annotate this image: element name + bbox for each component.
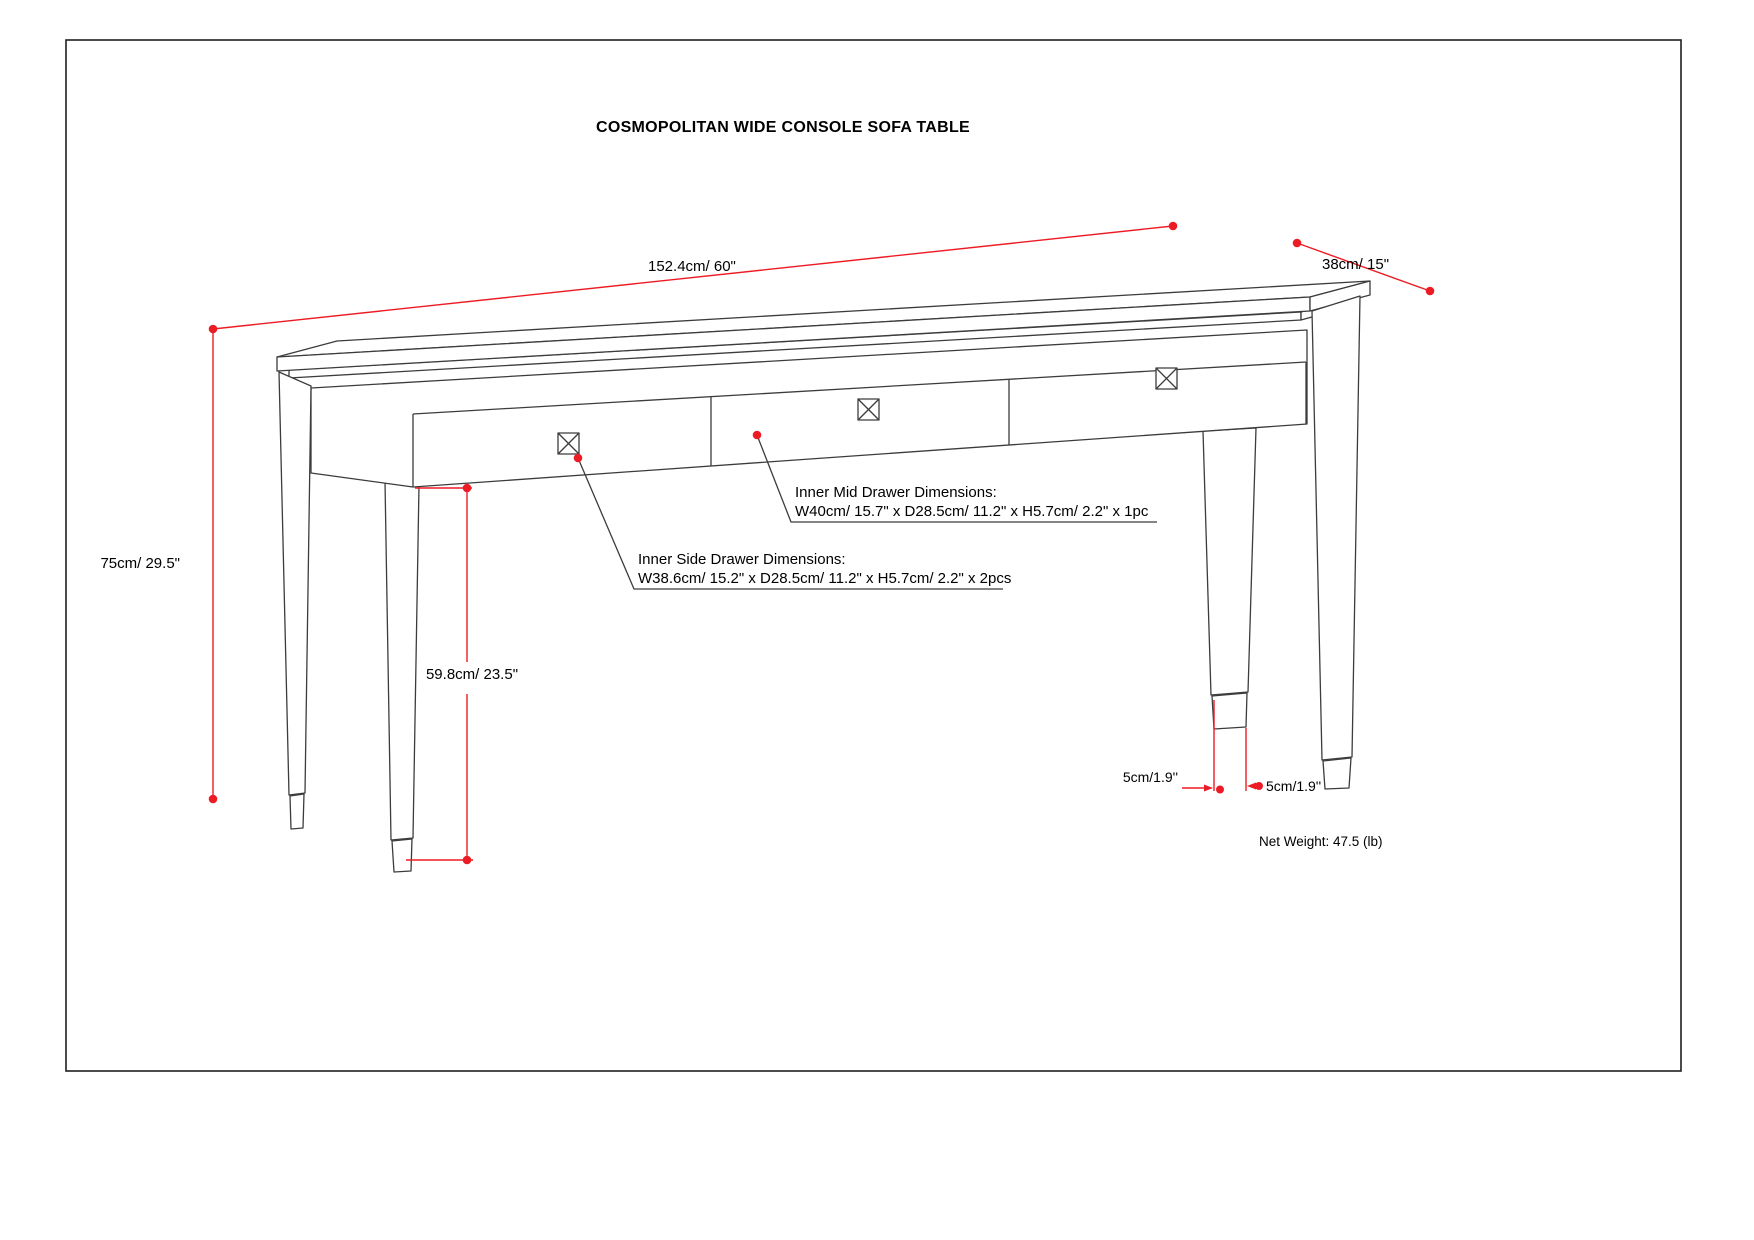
back-right-leg-shaft <box>1202 427 1257 696</box>
dimension-foot-back: 5cm/1.9'' <box>1123 700 1247 794</box>
depth-dimension-label: 38cm/ 15" <box>1322 256 1389 273</box>
leg-height-dimension-label: 59.8cm/ 23.5" <box>426 666 518 683</box>
length-dimension-line <box>212 225 1174 330</box>
dimension-endpoint-dot <box>208 794 218 804</box>
mid-drawer-knob <box>857 398 880 421</box>
foot-front-dimension-label: 5cm/1.9'' <box>1266 778 1321 794</box>
net-weight-label: Net Weight: 47.5 (lb) <box>1259 834 1383 849</box>
mid-drawer-callout-specs: W40cm/ 15.7" x D28.5cm/ 11.2" x H5.7cm/ … <box>795 503 1149 520</box>
dimension-endpoint-dot <box>1425 286 1435 296</box>
back-left-leg-foot <box>391 838 413 873</box>
callout-side-drawer: Inner Side Drawer Dimensions: W38.6cm/ 1… <box>573 453 1011 590</box>
side-drawer-callout-title: Inner Side Drawer Dimensions: <box>638 551 846 568</box>
back-right-leg <box>1202 427 1257 730</box>
page-border <box>65 39 1682 1072</box>
front-right-leg-shaft <box>1311 295 1361 761</box>
dimension-leg-height: 59.8cm/ 23.5" <box>406 483 518 865</box>
knob-cross-b <box>1155 367 1178 390</box>
dimension-endpoint-dot <box>1216 785 1224 794</box>
length-dimension-label: 152.4cm/ 60" <box>648 258 736 275</box>
front-left-leg-foot <box>289 793 305 830</box>
back-right-leg-foot <box>1211 692 1248 730</box>
foot-back-dimension-label: 5cm/1.9'' <box>1123 769 1178 785</box>
knob-cross-b <box>557 432 580 455</box>
right-drawer-knob <box>1155 367 1178 390</box>
mid-drawer-callout-title: Inner Mid Drawer Dimensions: <box>795 484 997 501</box>
front-right-leg <box>1311 295 1361 790</box>
dimension-endpoint-dot <box>462 483 472 493</box>
dimension-endpoint-dot <box>462 855 472 865</box>
side-drawer-leader-line <box>577 457 1003 590</box>
dimension-length: 152.4cm/ 60" <box>208 221 1178 334</box>
dimension-endpoint-dot <box>1255 782 1263 790</box>
dimension-height: 75cm/ 29.5" <box>100 329 218 804</box>
depth-dimension-line <box>1296 242 1431 292</box>
dimension-endpoint-dot <box>1292 238 1302 248</box>
arrowhead-left-icon <box>1247 782 1256 790</box>
height-dimension-label: 75cm/ 29.5" <box>100 555 180 572</box>
callout-anchor-dot <box>573 453 583 463</box>
front-left-leg <box>278 371 312 830</box>
dimension-foot-front: 5cm/1.9'' <box>1247 778 1321 794</box>
back-left-leg-shaft <box>384 480 420 841</box>
dimension-endpoint-dot <box>1168 221 1178 231</box>
tabletop <box>276 280 1371 379</box>
side-drawer-callout-specs: W38.6cm/ 15.2" x D28.5cm/ 11.2" x H5.7cm… <box>638 570 1011 587</box>
front-right-leg-foot <box>1322 757 1352 790</box>
dimension-depth: 38cm/ 15" <box>1292 238 1435 296</box>
knob-cross-b <box>857 398 880 421</box>
console-table-drawing <box>276 280 1371 873</box>
callout-anchor-dot <box>752 430 762 440</box>
back-left-leg <box>384 480 420 873</box>
left-drawer-knob <box>557 432 580 455</box>
front-left-leg-shaft <box>278 371 312 796</box>
page-title: COSMOPOLITAN WIDE CONSOLE SOFA TABLE <box>596 119 970 136</box>
arrowhead-right-icon <box>1204 784 1213 792</box>
top-right-edge <box>1309 280 1371 312</box>
mid-drawer-leader-line <box>756 434 1157 523</box>
callout-mid-drawer: Inner Mid Drawer Dimensions: W40cm/ 15.7… <box>752 430 1157 523</box>
